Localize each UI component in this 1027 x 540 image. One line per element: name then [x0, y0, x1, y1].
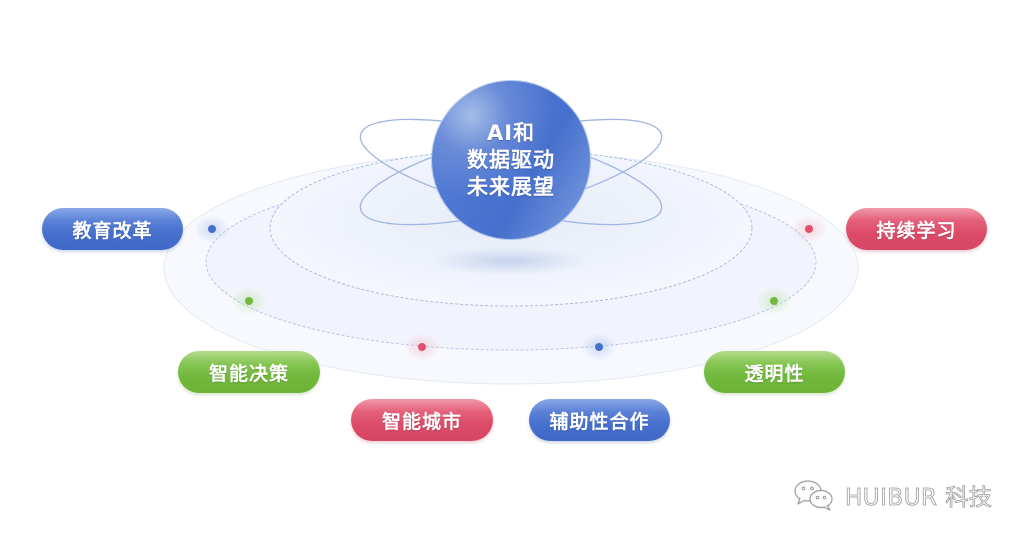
node-transparency: 透明性 — [704, 351, 845, 393]
node-smart-city: 智能城市 — [351, 399, 493, 441]
center-sphere: AI和 数据驱动 未来展望 — [431, 80, 591, 240]
wechat-icon — [794, 480, 833, 511]
orbit-dot-transparency — [770, 297, 778, 305]
orbit-dot-assistive — [595, 343, 603, 351]
watermark: HUIBUR 科技 — [793, 478, 992, 512]
orbit-dot-education — [208, 225, 216, 233]
node-continuous-learning: 持续学习 — [846, 208, 987, 250]
center-title-line-1: AI和 — [486, 120, 536, 145]
node-education-reform: 教育改革 — [42, 208, 183, 250]
center-title-line-3: 未来展望 — [467, 174, 555, 199]
orbit-dot-continuous-learning — [805, 225, 813, 233]
sphere-shadow — [431, 247, 587, 275]
watermark-text: HUIBUR 科技 — [845, 485, 993, 512]
node-smart-decision: 智能决策 — [178, 351, 320, 393]
orbit-dot-smart-decision — [245, 297, 253, 305]
node-assistive-collaboration: 辅助性合作 — [529, 399, 670, 441]
center-title-line-2: 数据驱动 — [467, 147, 555, 172]
orbit-dot-smart-city — [418, 343, 426, 351]
